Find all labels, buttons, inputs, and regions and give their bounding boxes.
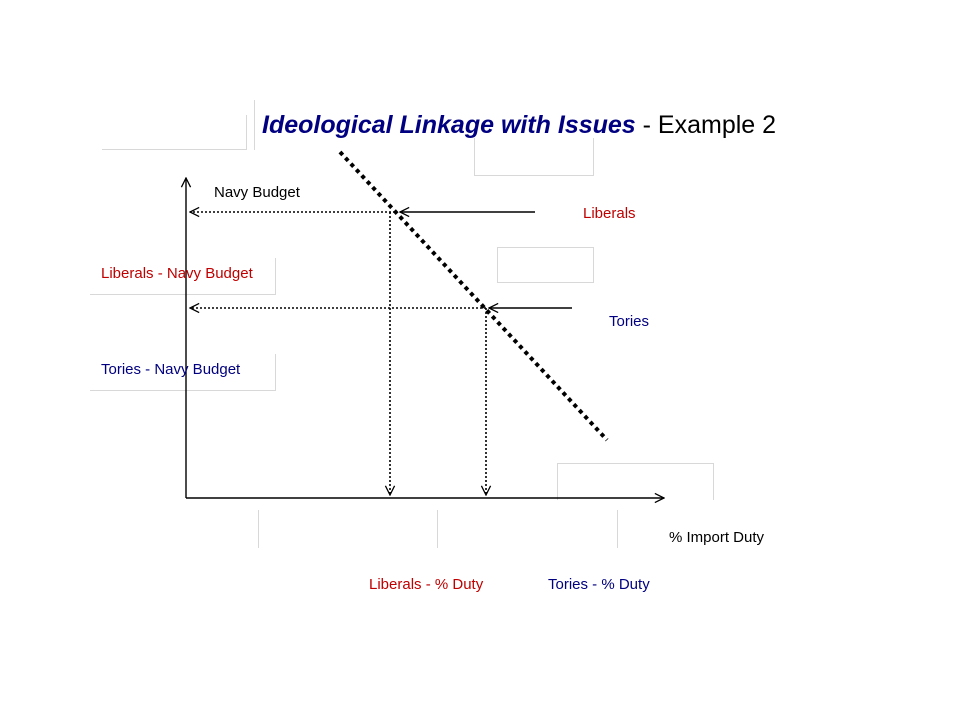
- x-axis-label: % Import Duty: [669, 529, 765, 546]
- ghost-box-top-center: [474, 138, 594, 176]
- ghost-box-middle-right: [497, 247, 594, 283]
- ghost-box-lower-right: [557, 463, 714, 500]
- title-rest: - Example 2: [635, 111, 777, 139]
- liberals-budget-label: Liberals - Navy Budget: [101, 265, 253, 282]
- title-emphasis: Ideological Linkage with Issues: [262, 111, 636, 139]
- ideology-line: [338, 150, 609, 442]
- ghost-divider-right: [617, 510, 618, 548]
- liberals-duty-label: Liberals - % Duty: [369, 576, 484, 593]
- liberals-label: Liberals: [583, 205, 636, 222]
- slide-title: Ideological Linkage with Issues - Exampl…: [262, 108, 776, 142]
- y-axis-label: Navy Budget: [214, 184, 300, 201]
- ghost-divider-middle: [437, 510, 438, 548]
- ghost-box-title-left: [102, 115, 247, 150]
- ghost-box-liberals-budget: [90, 258, 276, 295]
- tories-label: Tories: [609, 313, 650, 330]
- ghost-divider-title: [254, 100, 255, 150]
- tories-budget-label: Tories - Navy Budget: [101, 361, 241, 378]
- tories-duty-label: Tories - % Duty: [548, 576, 650, 593]
- ghost-divider-left: [258, 510, 259, 548]
- ghost-box-tories-budget: [90, 354, 276, 391]
